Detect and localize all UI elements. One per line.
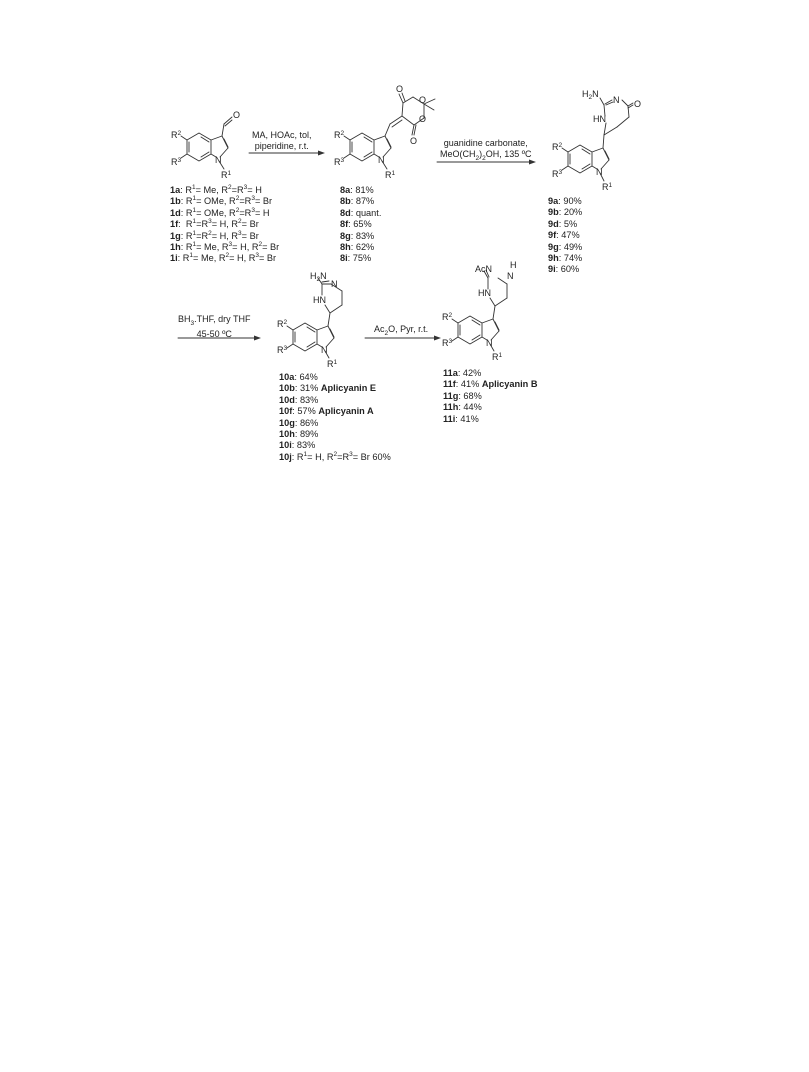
list-item: 1g: R1=R2= H, R3= Br bbox=[170, 229, 259, 241]
atom-r1: R1 bbox=[492, 352, 503, 362]
atom-r2: R2 bbox=[334, 130, 345, 140]
list-item: 11i: 41% bbox=[443, 413, 479, 424]
structure-10-tetrahydropyrimidine bbox=[286, 277, 343, 359]
list-item: 1d: R1= OMe, R2=R3= H bbox=[170, 206, 270, 218]
list-item: 9f: 47% bbox=[548, 230, 580, 241]
list-item: 8a: 81% bbox=[340, 185, 374, 195]
conditions-step2: guanidine carbonate, MeO(CH2)2OH, 135 ºC bbox=[440, 138, 532, 164]
atom-r2: R2 bbox=[277, 319, 288, 329]
list-item: 10b: 31% Aplicyanin E bbox=[279, 383, 377, 394]
list-item: 9b: 20% bbox=[548, 207, 583, 218]
list-item: 1f: R1=R3= H, R2= Br bbox=[170, 218, 259, 230]
atom-hn: HN bbox=[478, 288, 491, 298]
list-9: 9a: 90%9b: 20%9d: 5%9f: 47%9g: 49%9h: 74… bbox=[548, 196, 582, 276]
list-item: 10h: 89% bbox=[279, 429, 319, 440]
atom-o: O bbox=[233, 110, 240, 120]
atom-h2n: H2N bbox=[582, 89, 599, 101]
list-item: 1i: R1= Me, R2= H, R3= Br bbox=[170, 252, 277, 264]
list-item: 8d: quant. bbox=[340, 207, 382, 218]
conditions-step4: Ac2O, Pyr, r.t. bbox=[374, 324, 428, 339]
atom-r2: R2 bbox=[552, 142, 563, 152]
list-item: 11g: 68% bbox=[443, 390, 482, 401]
conditions-step3: BH3.THF, dry THF 45-50 ºC bbox=[178, 314, 250, 340]
atom-n: N bbox=[378, 155, 385, 165]
condition-line: guanidine carbonate, bbox=[443, 138, 528, 148]
atom-o: O bbox=[419, 114, 426, 124]
atom-n: N bbox=[613, 95, 620, 105]
atom-o: O bbox=[410, 136, 417, 146]
condition-line: MA, HOAc, tol, bbox=[252, 130, 312, 140]
atom-r3: R3 bbox=[334, 157, 345, 167]
atom-r1: R1 bbox=[385, 170, 396, 180]
condition-line: Ac2O, Pyr, r.t. bbox=[374, 324, 429, 337]
atom-r1: R1 bbox=[327, 359, 338, 369]
atom-h: H bbox=[510, 260, 517, 270]
atom-n: N bbox=[507, 271, 514, 281]
list-item: 10d: 83% bbox=[279, 394, 319, 405]
arrowhead-step3 bbox=[254, 335, 261, 341]
condition-line: piperidine, r.t. bbox=[254, 141, 309, 151]
structure-8-meldrum-adduct bbox=[343, 92, 436, 170]
list-item: 10f: 57% Aplicyanin A bbox=[279, 406, 374, 417]
atom-r2: R2 bbox=[171, 130, 182, 140]
atom-r3: R3 bbox=[552, 169, 563, 179]
list-item: 9a: 90% bbox=[548, 196, 582, 206]
list-start: 1a: R1= Me, R2=R3= H 1b: R1= OMe, R2=R3=… bbox=[170, 183, 280, 265]
atom-o: O bbox=[634, 99, 641, 109]
list-8: 8a: 81%8b: 87%8d: quant.8f: 65%8g: 83%8h… bbox=[340, 185, 381, 265]
list-item: 11f: 41% Aplicyanin B bbox=[443, 379, 538, 390]
atom-r2: R2 bbox=[442, 312, 453, 322]
condition-line: MeO(CH2)2OH, 135 ºC bbox=[440, 149, 532, 162]
list-item: 8i: 75% bbox=[340, 253, 372, 264]
arrowhead-step1 bbox=[318, 150, 325, 156]
list-item: 8f: 65% bbox=[340, 219, 372, 230]
atom-hn: HN bbox=[313, 295, 326, 305]
atom-n: N bbox=[486, 338, 493, 348]
list-item: 8h: 62% bbox=[340, 242, 375, 253]
atom-r3: R3 bbox=[442, 338, 453, 348]
atom-h2n: H2N bbox=[310, 271, 327, 283]
list-item: 9i: 60% bbox=[548, 264, 580, 275]
atom-n: N bbox=[596, 167, 603, 177]
list-item: 10g: 86% bbox=[279, 417, 319, 428]
list-item: 10j: R1= H, R2=R3= Br 60% bbox=[279, 450, 391, 462]
structure-11-acetyl bbox=[451, 269, 508, 352]
atom-r3: R3 bbox=[277, 345, 288, 355]
list-item: 11h: 44% bbox=[443, 402, 482, 413]
list-item: 9g: 49% bbox=[548, 241, 583, 252]
condition-line: 45-50 ºC bbox=[196, 328, 232, 339]
conditions-step1: MA, HOAc, tol, piperidine, r.t. bbox=[252, 130, 312, 152]
arrowhead-step2 bbox=[529, 159, 536, 165]
list-item: 1b: R1= OMe, R2=R3= Br bbox=[170, 195, 273, 207]
atom-hn: HN bbox=[593, 114, 606, 124]
structure-1-aldehyde bbox=[180, 116, 233, 170]
list-item: 1a: R1= Me, R2=R3= H bbox=[170, 183, 262, 195]
list-item: 1h: R1= Me, R3= H, R2= Br bbox=[170, 240, 280, 253]
structure-9-pyrimidinone bbox=[561, 97, 634, 182]
arrowhead-step4 bbox=[434, 335, 441, 341]
atom-o: O bbox=[419, 95, 426, 105]
atom-acn: AcN bbox=[475, 264, 492, 274]
atom-r1: R1 bbox=[221, 170, 232, 180]
list-item: 8b: 87% bbox=[340, 196, 375, 207]
list-item: 11a: 42% bbox=[443, 368, 482, 378]
atom-o: O bbox=[396, 84, 403, 94]
atom-n: N bbox=[321, 345, 328, 355]
list-item: 10i: 83% bbox=[279, 440, 316, 451]
atom-n: N bbox=[215, 155, 222, 165]
atom-r1: R1 bbox=[602, 182, 613, 192]
atom-n: N bbox=[331, 279, 338, 289]
atom-r3: R3 bbox=[171, 157, 182, 167]
condition-line: BH3.THF, dry THF bbox=[178, 314, 251, 327]
list-item: 10a: 64% bbox=[279, 372, 318, 382]
list-item: 9h: 74% bbox=[548, 253, 583, 264]
list-item: 9d: 5% bbox=[548, 218, 578, 229]
list-item: 8g: 83% bbox=[340, 230, 375, 241]
